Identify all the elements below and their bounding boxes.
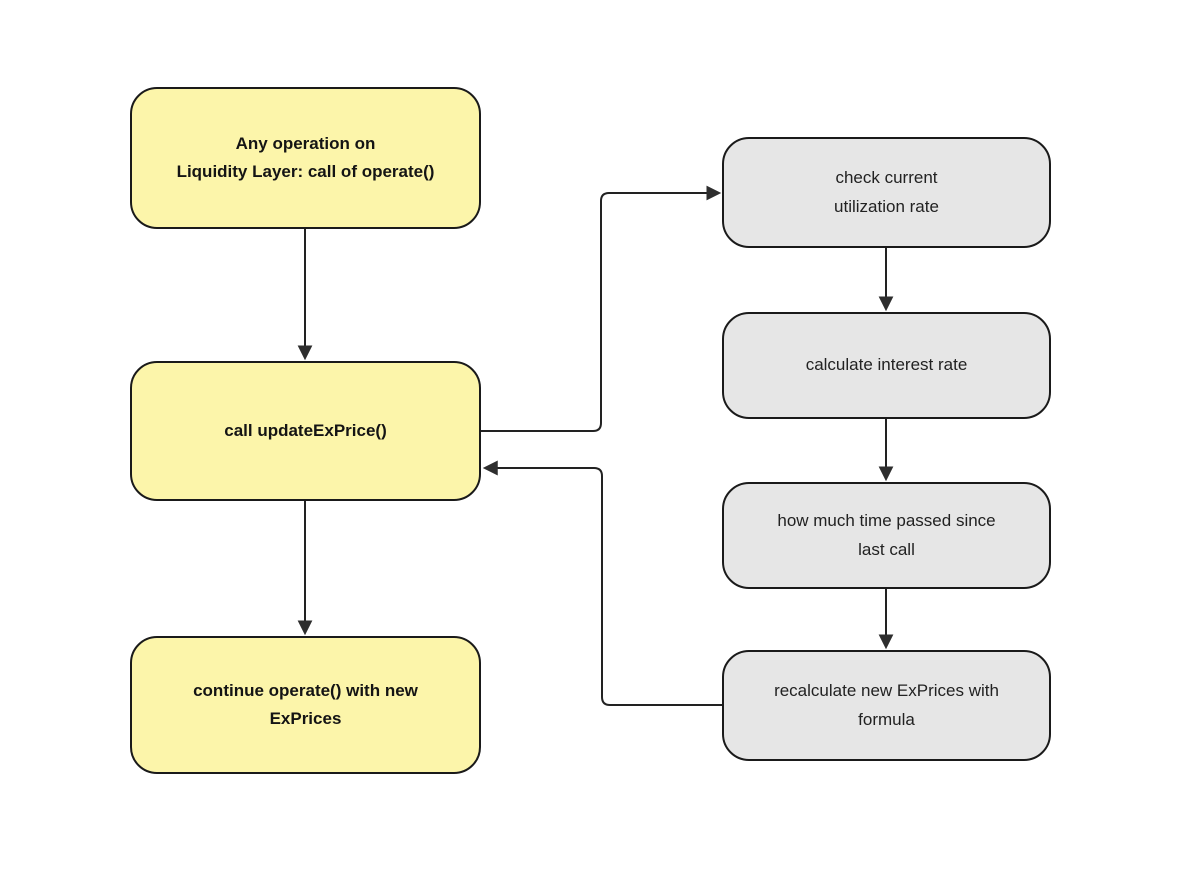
- node-label: continue operate() with new ExPrices: [193, 680, 418, 728]
- node-recalculate-exprices: recalculate new ExPrices with formula: [722, 650, 1051, 761]
- edge-recalc-exprices-to-call-update: [482, 460, 722, 706]
- node-label: call updateExPrice(): [224, 420, 387, 440]
- edge-call-update-to-check-utilization: [481, 185, 722, 432]
- node-label: how much time passed since last call: [777, 511, 996, 559]
- node-time-passed-since-last-call: how much time passed since last call: [722, 482, 1051, 589]
- node-label: recalculate new ExPrices with formula: [774, 681, 999, 729]
- node-check-utilization-rate: check current utilization rate: [722, 137, 1051, 248]
- node-calculate-interest-rate: calculate interest rate: [722, 312, 1051, 419]
- node-label: calculate interest rate: [805, 355, 968, 375]
- node-any-operation: Any operation on Liquidity Layer: call o…: [130, 87, 481, 229]
- node-label: check current utilization rate: [834, 168, 939, 216]
- node-label: Any operation on Liquidity Layer: call o…: [176, 133, 435, 181]
- node-call-update-exprice: call updateExPrice(): [130, 361, 481, 501]
- node-continue-operate: continue operate() with new ExPrices: [130, 636, 481, 774]
